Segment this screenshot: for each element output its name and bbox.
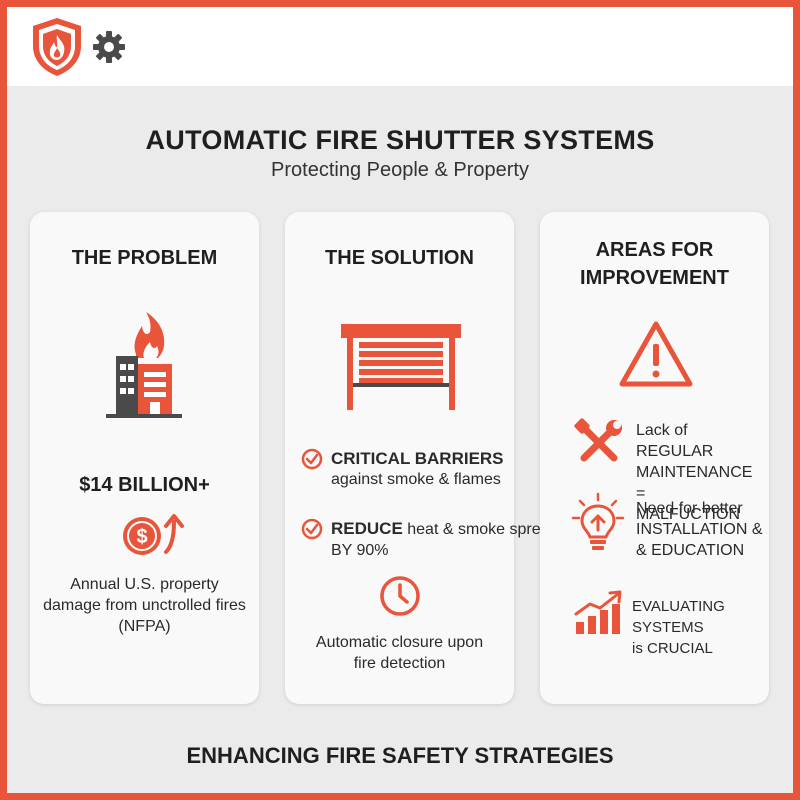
improvement-heading-line-2: IMPROVEMENT [580, 267, 729, 289]
lightbulb-icon [571, 492, 625, 550]
page-title: AUTOMATIC FIRE SHUTTER SYSTEMS [145, 125, 655, 155]
education-issue: Need for better INSTALLATION & & EDUCATI… [636, 500, 763, 559]
top-bar [7, 7, 793, 86]
growth-chart-icon [574, 590, 622, 634]
solution-heading: THE SOLUTION [325, 247, 474, 269]
solution-point-barriers: CRITICAL BARRIERS against smoke & flames [331, 449, 504, 488]
improvement-heading-line-1: AREAS FOR [595, 239, 714, 261]
fire-shield-icon [33, 18, 81, 76]
svg-text:$: $ [136, 526, 147, 548]
burning-building-icon [106, 312, 182, 418]
damage-stat: $14 BILLION+ [79, 474, 210, 496]
maintenance-issue: Lack of REGULAR MAINTENANCE = MALFUCTION [636, 422, 753, 523]
footer-tagline: ENHANCING FIRE SAFETY STRATEGIES [186, 743, 614, 768]
closure-description: Automatic closure upon fire detection [315, 634, 484, 672]
wrench-screwdriver-icon [574, 418, 622, 462]
improvement-card: AREAS FOR IMPROVEMENT Lack of REGULAR MA… [540, 212, 769, 704]
solution-card: THE SOLUTION CRITICAL BARRIERS against s… [285, 212, 559, 704]
warning-triangle-icon [619, 321, 693, 387]
problem-heading: THE PROBLEM [71, 247, 218, 269]
damage-description: Annual U.S. property damage from unctrol… [43, 576, 246, 635]
solution-point-reduce: REDUCE heat & smoke spread BY 90% [331, 519, 559, 559]
page-subtitle: Protecting People & Property [271, 159, 529, 181]
problem-card: THE PROBLEM $14 BILLION+ $ [30, 212, 259, 704]
dollar-up-icon: $ [123, 514, 184, 555]
fire-shutter-icon [341, 324, 461, 410]
check-circle-icon [301, 448, 323, 470]
check-circle-icon [301, 518, 323, 540]
evaluation-note: EVALUATING SYSTEMS is CRUCIAL [632, 598, 725, 657]
gear-icon[interactable] [91, 29, 127, 65]
clock-icon [380, 576, 420, 616]
